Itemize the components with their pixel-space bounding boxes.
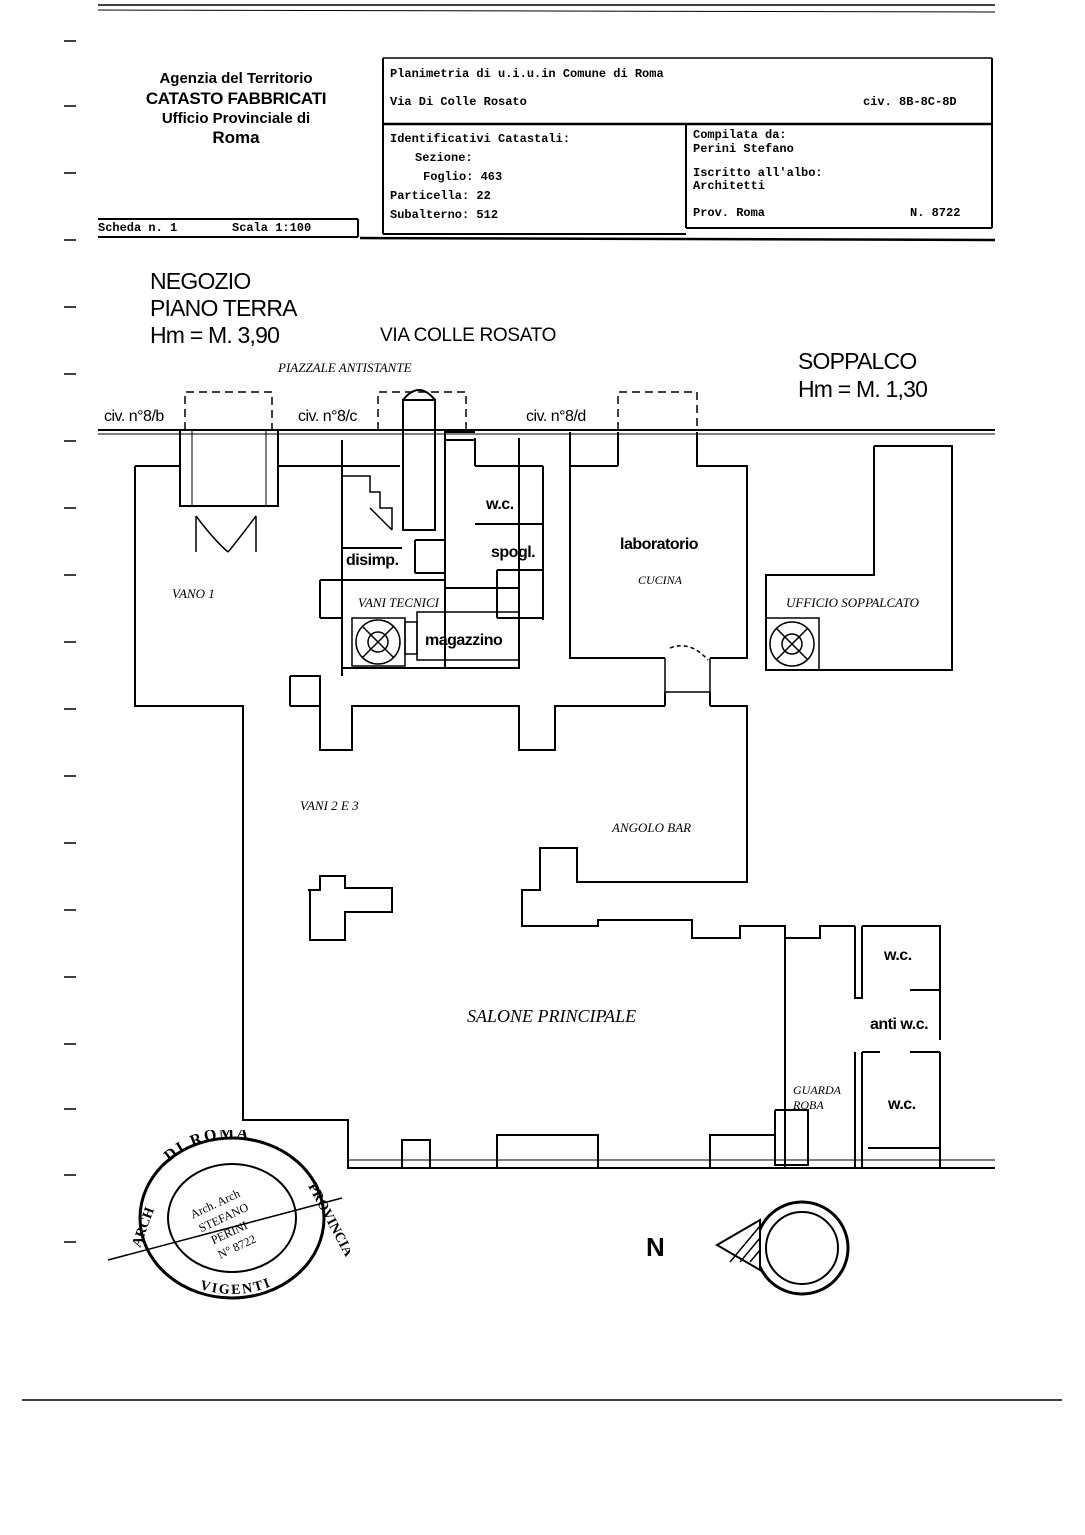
compiler-heading: Compilata da: [693,128,787,142]
svg-text:DI ROMA: DI ROMA [161,1130,251,1165]
room-disimpegno: disimp. [346,552,399,569]
stamp-left-text: ARCH [130,1205,158,1249]
register-province: Prov. Roma [693,206,766,220]
identifiers-heading: Identificativi Catastali: [390,132,571,146]
soppalco-height: Hm = M. 1,30 [798,376,928,402]
soppalco-title: SOPPALCO Hm = M. 1,30 [798,347,928,403]
room-angolo-bar: ANGOLO BAR [612,820,692,835]
stamp-right-text: PROVINCIA [304,1181,350,1260]
guardaroba-line2: ROBA [793,1098,824,1112]
civic-8b: civ. n°8/b [104,408,164,425]
civic-8c: civ. n°8/c [298,408,357,425]
office-city: Roma [212,128,260,147]
room-wc-3: w.c. [888,1096,916,1113]
street-name: Via Di Colle Rosato [390,95,527,109]
shop-title: NEGOZIO PIANO TERRA Hm = M. 3,90 [150,268,298,349]
floor-label: PIANO TERRA [150,295,298,321]
compiler-name: Perini Stefano [693,142,794,156]
room-wc-1: w.c. [486,496,514,513]
office-name: Ufficio Provinciale di [161,110,311,127]
room-spogliatoio: spogl. [491,544,536,561]
register-heading: Iscritto all'albo: [693,166,823,180]
room-laboratorio: laboratorio [620,536,699,553]
subalterno-value: Subalterno: 512 [390,208,499,222]
guardaroba-line1: GUARDA [793,1083,841,1097]
stamp-top-text: DI ROMA [161,1130,249,1165]
soppalco-label: SOPPALCO [798,348,917,374]
scheda-number: Scheda n. 1 [98,221,178,235]
room-cucina: CUCINA [638,573,683,587]
plan-title: Planimetria di u.i.u.in Comune di Roma [390,67,664,81]
room-wc-2: w.c. [884,947,912,964]
via-label: VIA COLLE ROSATO [380,325,557,346]
agency-name: Agenzia del Territorio [159,70,313,87]
agency-block: Agenzia del Territorio CATASTO FABBRICAT… [98,70,374,148]
room-guardaroba: GUARDA ROBA [793,1083,841,1113]
register-name: Architetti [693,179,766,193]
particella-value: Particella: 22 [390,189,491,203]
room-magazzino: magazzino [425,632,503,649]
room-vano-1: VANO 1 [172,586,215,601]
negozio-label: NEGOZIO [150,268,251,294]
civic-numbers: civ. 8B-8C-8D [863,95,957,109]
register-number: N. 8722 [910,206,961,220]
room-ufficio: UFFICIO SOPPALCATO [786,595,920,610]
catasto-title: CATASTO FABBRICATI [145,89,327,108]
room-salone: SALONE PRINCIPALE [467,1006,637,1026]
architect-stamp-icon: DI ROMA VIGENTI ARCH PROVINCIA Arch. Arc… [107,1130,350,1300]
foglio-value: Foglio: 463 [423,170,503,184]
room-vani-tecnici: VANI TECNICI [358,595,440,610]
sezione-label: Sezione: [415,151,473,165]
north-label: N [646,1232,665,1262]
room-vani-2-3: VANI 2 E 3 [300,798,359,813]
room-anti-wc: anti w.c. [870,1016,929,1033]
height-label: Hm = M. 3,90 [150,322,280,348]
civic-8d: civ. n°8/d [526,408,586,425]
scale-label: Scala 1:100 [232,221,312,235]
piazzale-label: PIAZZALE ANTISTANTE [278,360,412,375]
